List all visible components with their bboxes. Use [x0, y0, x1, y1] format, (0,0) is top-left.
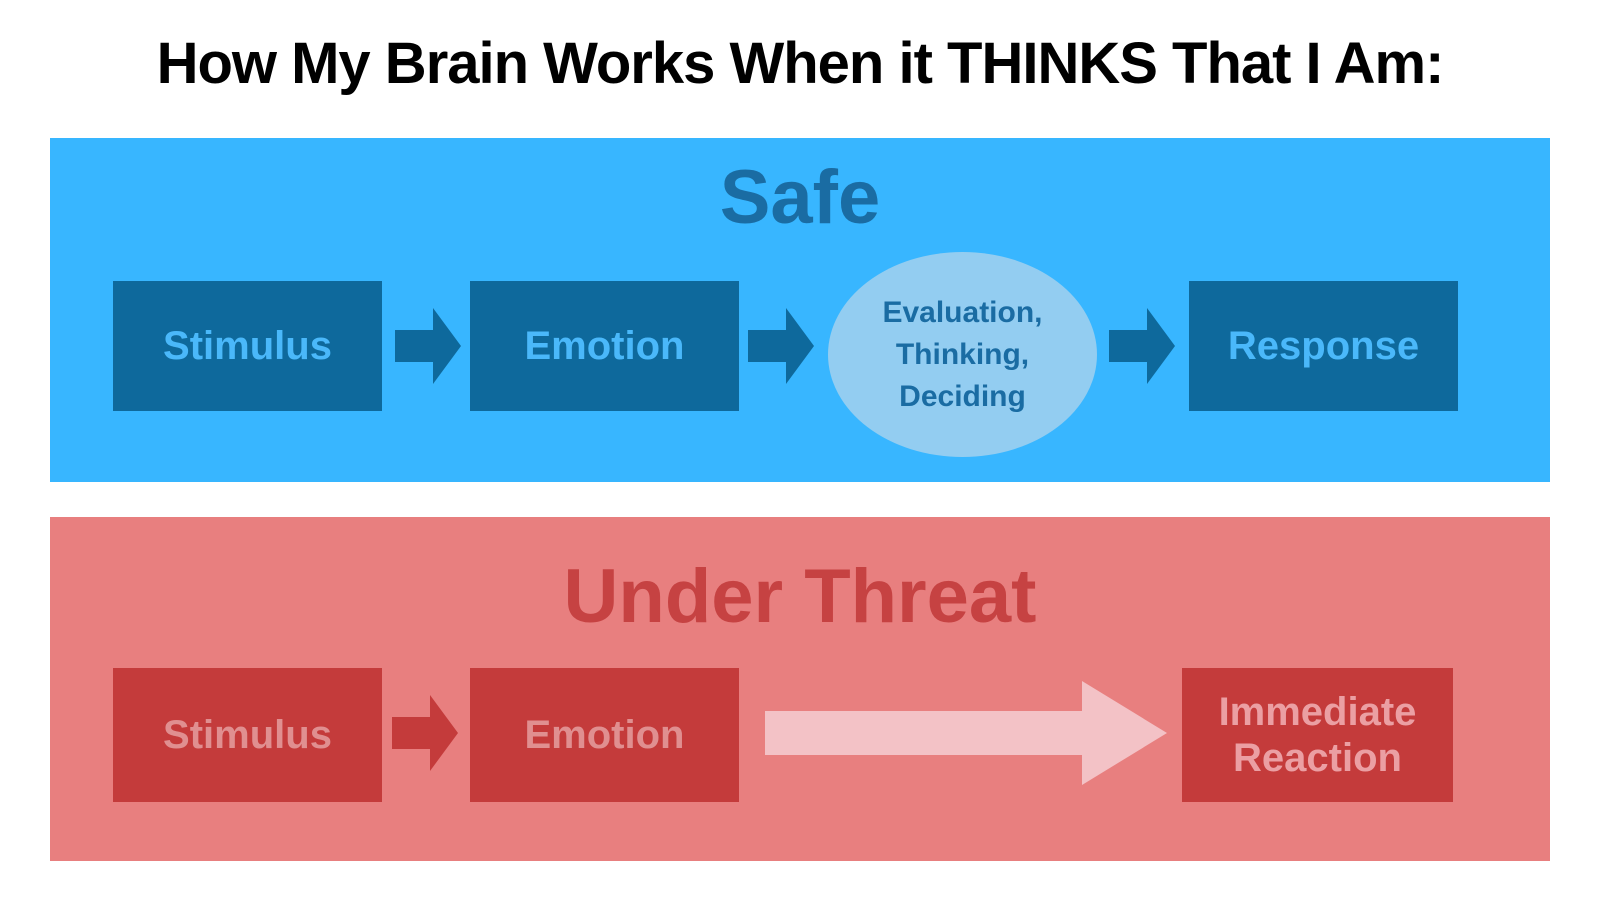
immediate-reaction-line-1: Immediate	[1218, 690, 1417, 734]
immediate-reaction-line-2: Reaction	[1233, 736, 1402, 780]
long-arrow-right-icon	[765, 681, 1167, 785]
arrow-right-icon	[392, 695, 458, 771]
evaluation-ellipse: Evaluation, Thinking, Deciding	[828, 252, 1097, 457]
threat-stimulus-label: Stimulus	[163, 712, 332, 757]
safe-panel: Safe Stimulus Emotion Evaluation, Thinki…	[50, 138, 1550, 482]
ellipse-line-2: Thinking,	[895, 337, 1030, 371]
threat-stimulus-box: Stimulus	[113, 668, 382, 802]
safe-stimulus-label: Stimulus	[163, 323, 332, 368]
ellipse-line-3: Deciding	[899, 379, 1026, 413]
safe-response-label: Response	[1227, 323, 1420, 368]
page-title: How My Brain Works When it THINKS That I…	[156, 31, 1445, 96]
threat-immediate-reaction-box: Immediate Reaction	[1182, 668, 1453, 802]
safe-panel-title: Safe	[719, 155, 881, 240]
threat-emotion-box: Emotion	[470, 668, 739, 802]
arrow-right-icon	[748, 308, 814, 384]
ellipse-line-1: Evaluation,	[882, 295, 1043, 329]
threat-emotion-label: Emotion	[524, 712, 685, 757]
safe-stimulus-box: Stimulus	[113, 281, 382, 411]
under-threat-panel-title: Under Threat	[563, 554, 1037, 639]
safe-emotion-box: Emotion	[470, 281, 739, 411]
safe-emotion-label: Emotion	[524, 323, 685, 368]
arrow-right-icon	[1109, 308, 1175, 384]
safe-response-box: Response	[1189, 281, 1458, 411]
under-threat-panel: Under Threat Stimulus Emotion Immediate …	[50, 517, 1550, 861]
arrow-right-icon	[395, 308, 461, 384]
